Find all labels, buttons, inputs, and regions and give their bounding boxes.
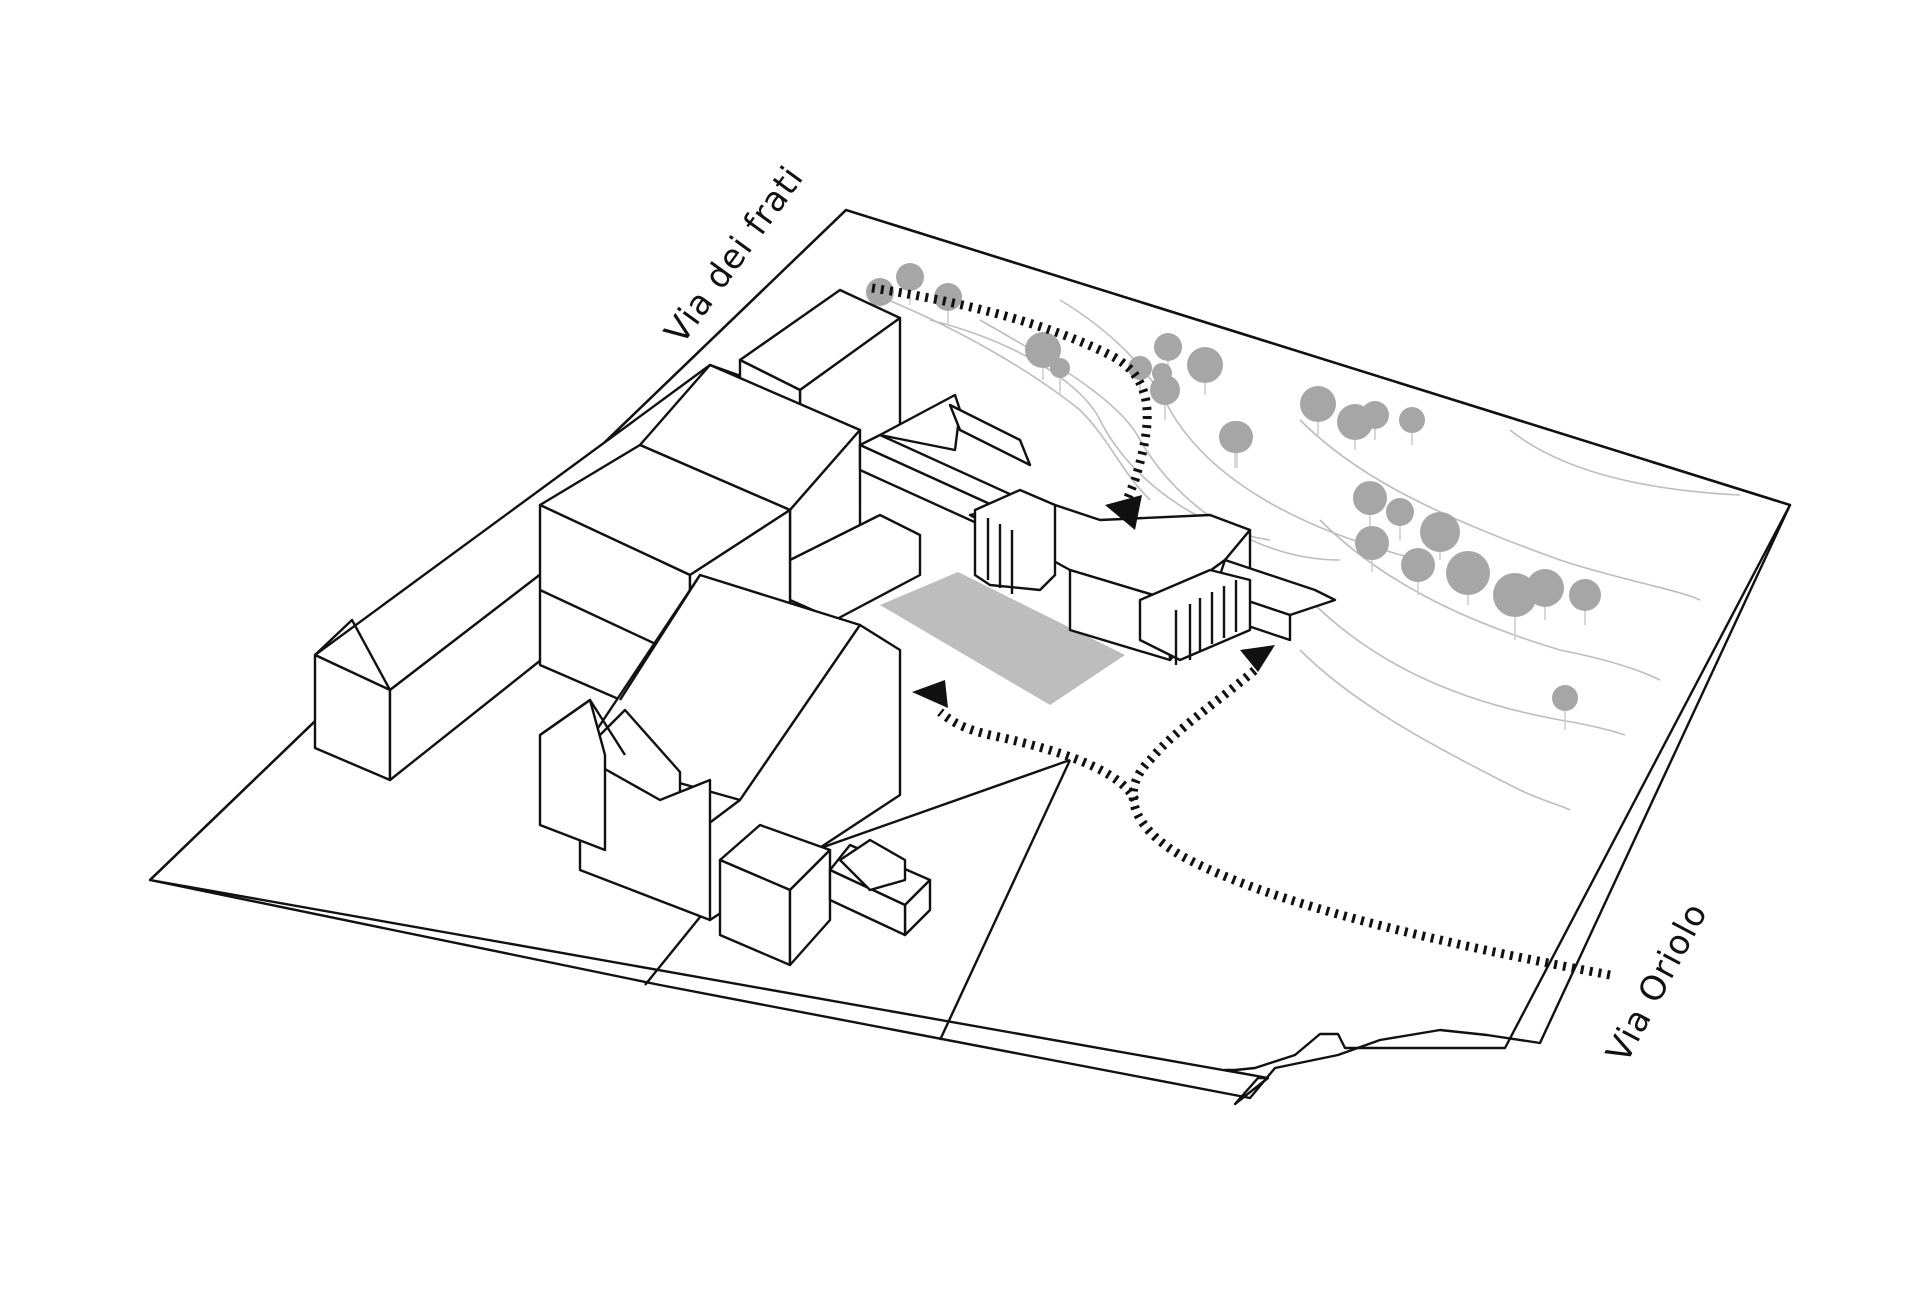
path-from-via-oriolo: [1128, 666, 1611, 980]
building-small-gable-ridge: [539, 698, 627, 756]
tree-icon: [1353, 481, 1387, 530]
arrowhead-icon: [1240, 645, 1275, 672]
tree-icon: [1355, 526, 1389, 572]
tree-icon: [1025, 332, 1061, 380]
contour-line: [1509, 429, 1741, 496]
tree-icon: [1420, 512, 1460, 560]
building-annex-3: [838, 838, 907, 892]
building-new-block: [1138, 568, 1252, 662]
tree-icon: [1386, 498, 1414, 540]
tree-icon: [1128, 356, 1152, 395]
lot-divider-3: [938, 759, 1072, 1041]
tree-icon: [1050, 358, 1070, 395]
tree-icon: [1187, 347, 1223, 395]
building-annex-2-front: [828, 868, 907, 937]
tree-icon: [1150, 375, 1180, 420]
arrowheads: [912, 495, 1275, 708]
building-long-wing-gable: [314, 618, 392, 691]
road-label-via-oriolo: Via Oriolo: [1599, 896, 1716, 1069]
contour-line: [1299, 649, 1571, 811]
contour-line: [1319, 519, 1661, 681]
tree-icon: [1300, 386, 1336, 435]
arrowhead-icon: [1105, 495, 1142, 530]
road-label-via-dei-frati: Via dei frati: [657, 159, 812, 352]
path-to-courtyard: [937, 708, 1140, 803]
tree-icon: [896, 263, 924, 305]
buildings: [313, 288, 1337, 967]
building-small-gable: [538, 698, 607, 852]
tree-icon: [1526, 569, 1564, 620]
tree-icon: [1569, 579, 1601, 625]
tree-icon: [1552, 685, 1578, 730]
trees: [866, 263, 1601, 730]
tree-icon: [1399, 407, 1425, 445]
tree-icon: [1446, 551, 1490, 605]
contour-line: [1299, 419, 1701, 601]
contour-line: [887, 299, 1151, 501]
tree-icon: [1221, 421, 1253, 468]
terrain-contours: [887, 299, 1741, 811]
tree-icon: [1401, 548, 1435, 595]
site-boundary: [148, 208, 1792, 1106]
building-hall-gable: [578, 753, 712, 922]
contour-line: [1059, 299, 1421, 561]
arrowhead-icon: [912, 680, 948, 708]
site-boundary-outline: [149, 208, 1792, 1100]
tree-icon: [934, 283, 962, 325]
building-annex-side: [788, 848, 832, 967]
contour-line: [1309, 599, 1626, 736]
building-new-wing: [973, 488, 1057, 592]
tree-icon: [1493, 573, 1537, 640]
courtyard-area: [880, 572, 1125, 705]
access-paths: [871, 283, 1611, 980]
building-hall-ridge: [618, 574, 702, 701]
tree-icon: [1361, 401, 1389, 440]
building-new-corridor: [948, 403, 1032, 467]
